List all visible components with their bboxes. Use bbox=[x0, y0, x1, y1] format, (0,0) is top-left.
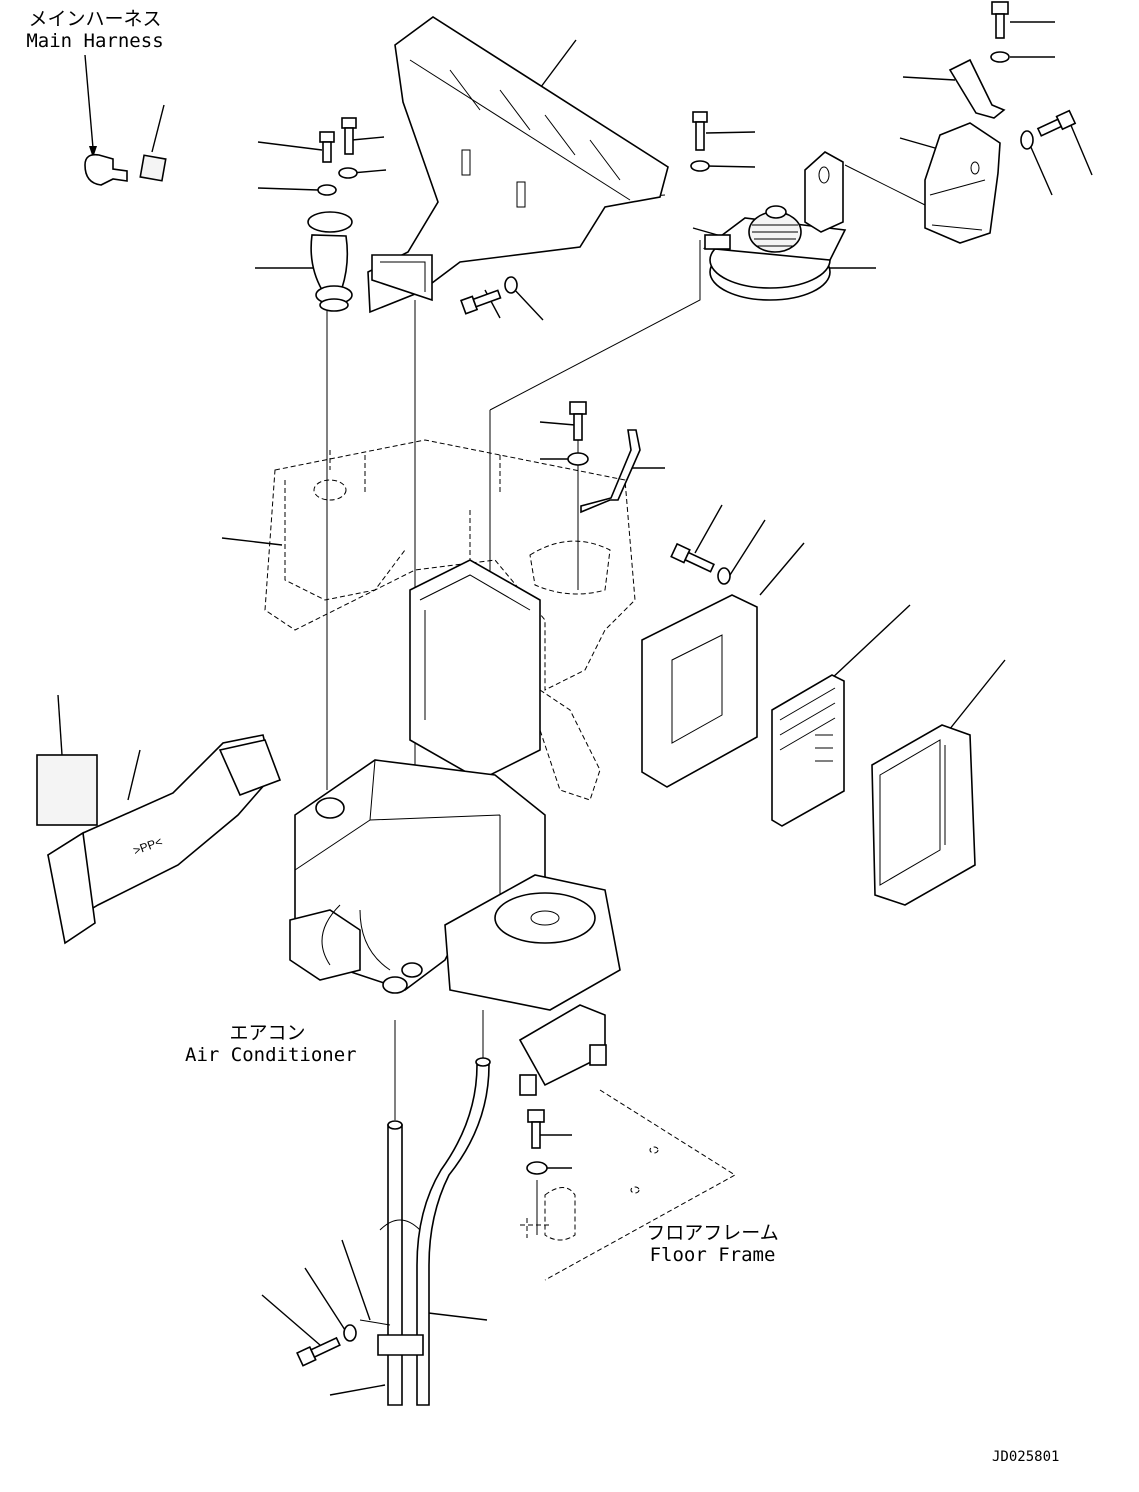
left-duct: >PP< bbox=[36, 734, 282, 945]
air-outlet-elbow bbox=[307, 211, 353, 312]
main-harness-label: メインハーネス Main Harness bbox=[14, 8, 176, 52]
cab-frame bbox=[264, 439, 636, 801]
bolts-and-washers bbox=[296, 1, 1077, 1367]
drain-hoses bbox=[359, 1057, 491, 1406]
floor-frame-label-jp: フロアフレーム bbox=[646, 1222, 779, 1244]
air-conditioner-label-jp: エアコン bbox=[229, 1022, 306, 1044]
mounting-strap bbox=[580, 429, 641, 514]
cover-bracket bbox=[924, 58, 1006, 244]
main-harness-label-jp: メインハーネス bbox=[28, 8, 162, 30]
floor-frame-label-en: Floor Frame bbox=[649, 1244, 776, 1266]
floor-frame-label: フロアフレーム Floor Frame bbox=[640, 1222, 785, 1266]
harness-connector bbox=[84, 153, 167, 186]
floor-frame bbox=[520, 1089, 736, 1281]
upper-air-duct bbox=[367, 16, 669, 314]
blower-motor bbox=[702, 151, 847, 301]
filter-assembly bbox=[641, 594, 976, 906]
air-conditioner-unit bbox=[289, 759, 621, 1096]
drawing-number: JD025801 bbox=[992, 1449, 1060, 1465]
air-conditioner-label: エアコン Air Conditioner bbox=[185, 1022, 357, 1066]
air-conditioner-label-en: Air Conditioner bbox=[185, 1044, 357, 1066]
main-harness-label-en: Main Harness bbox=[26, 30, 164, 52]
